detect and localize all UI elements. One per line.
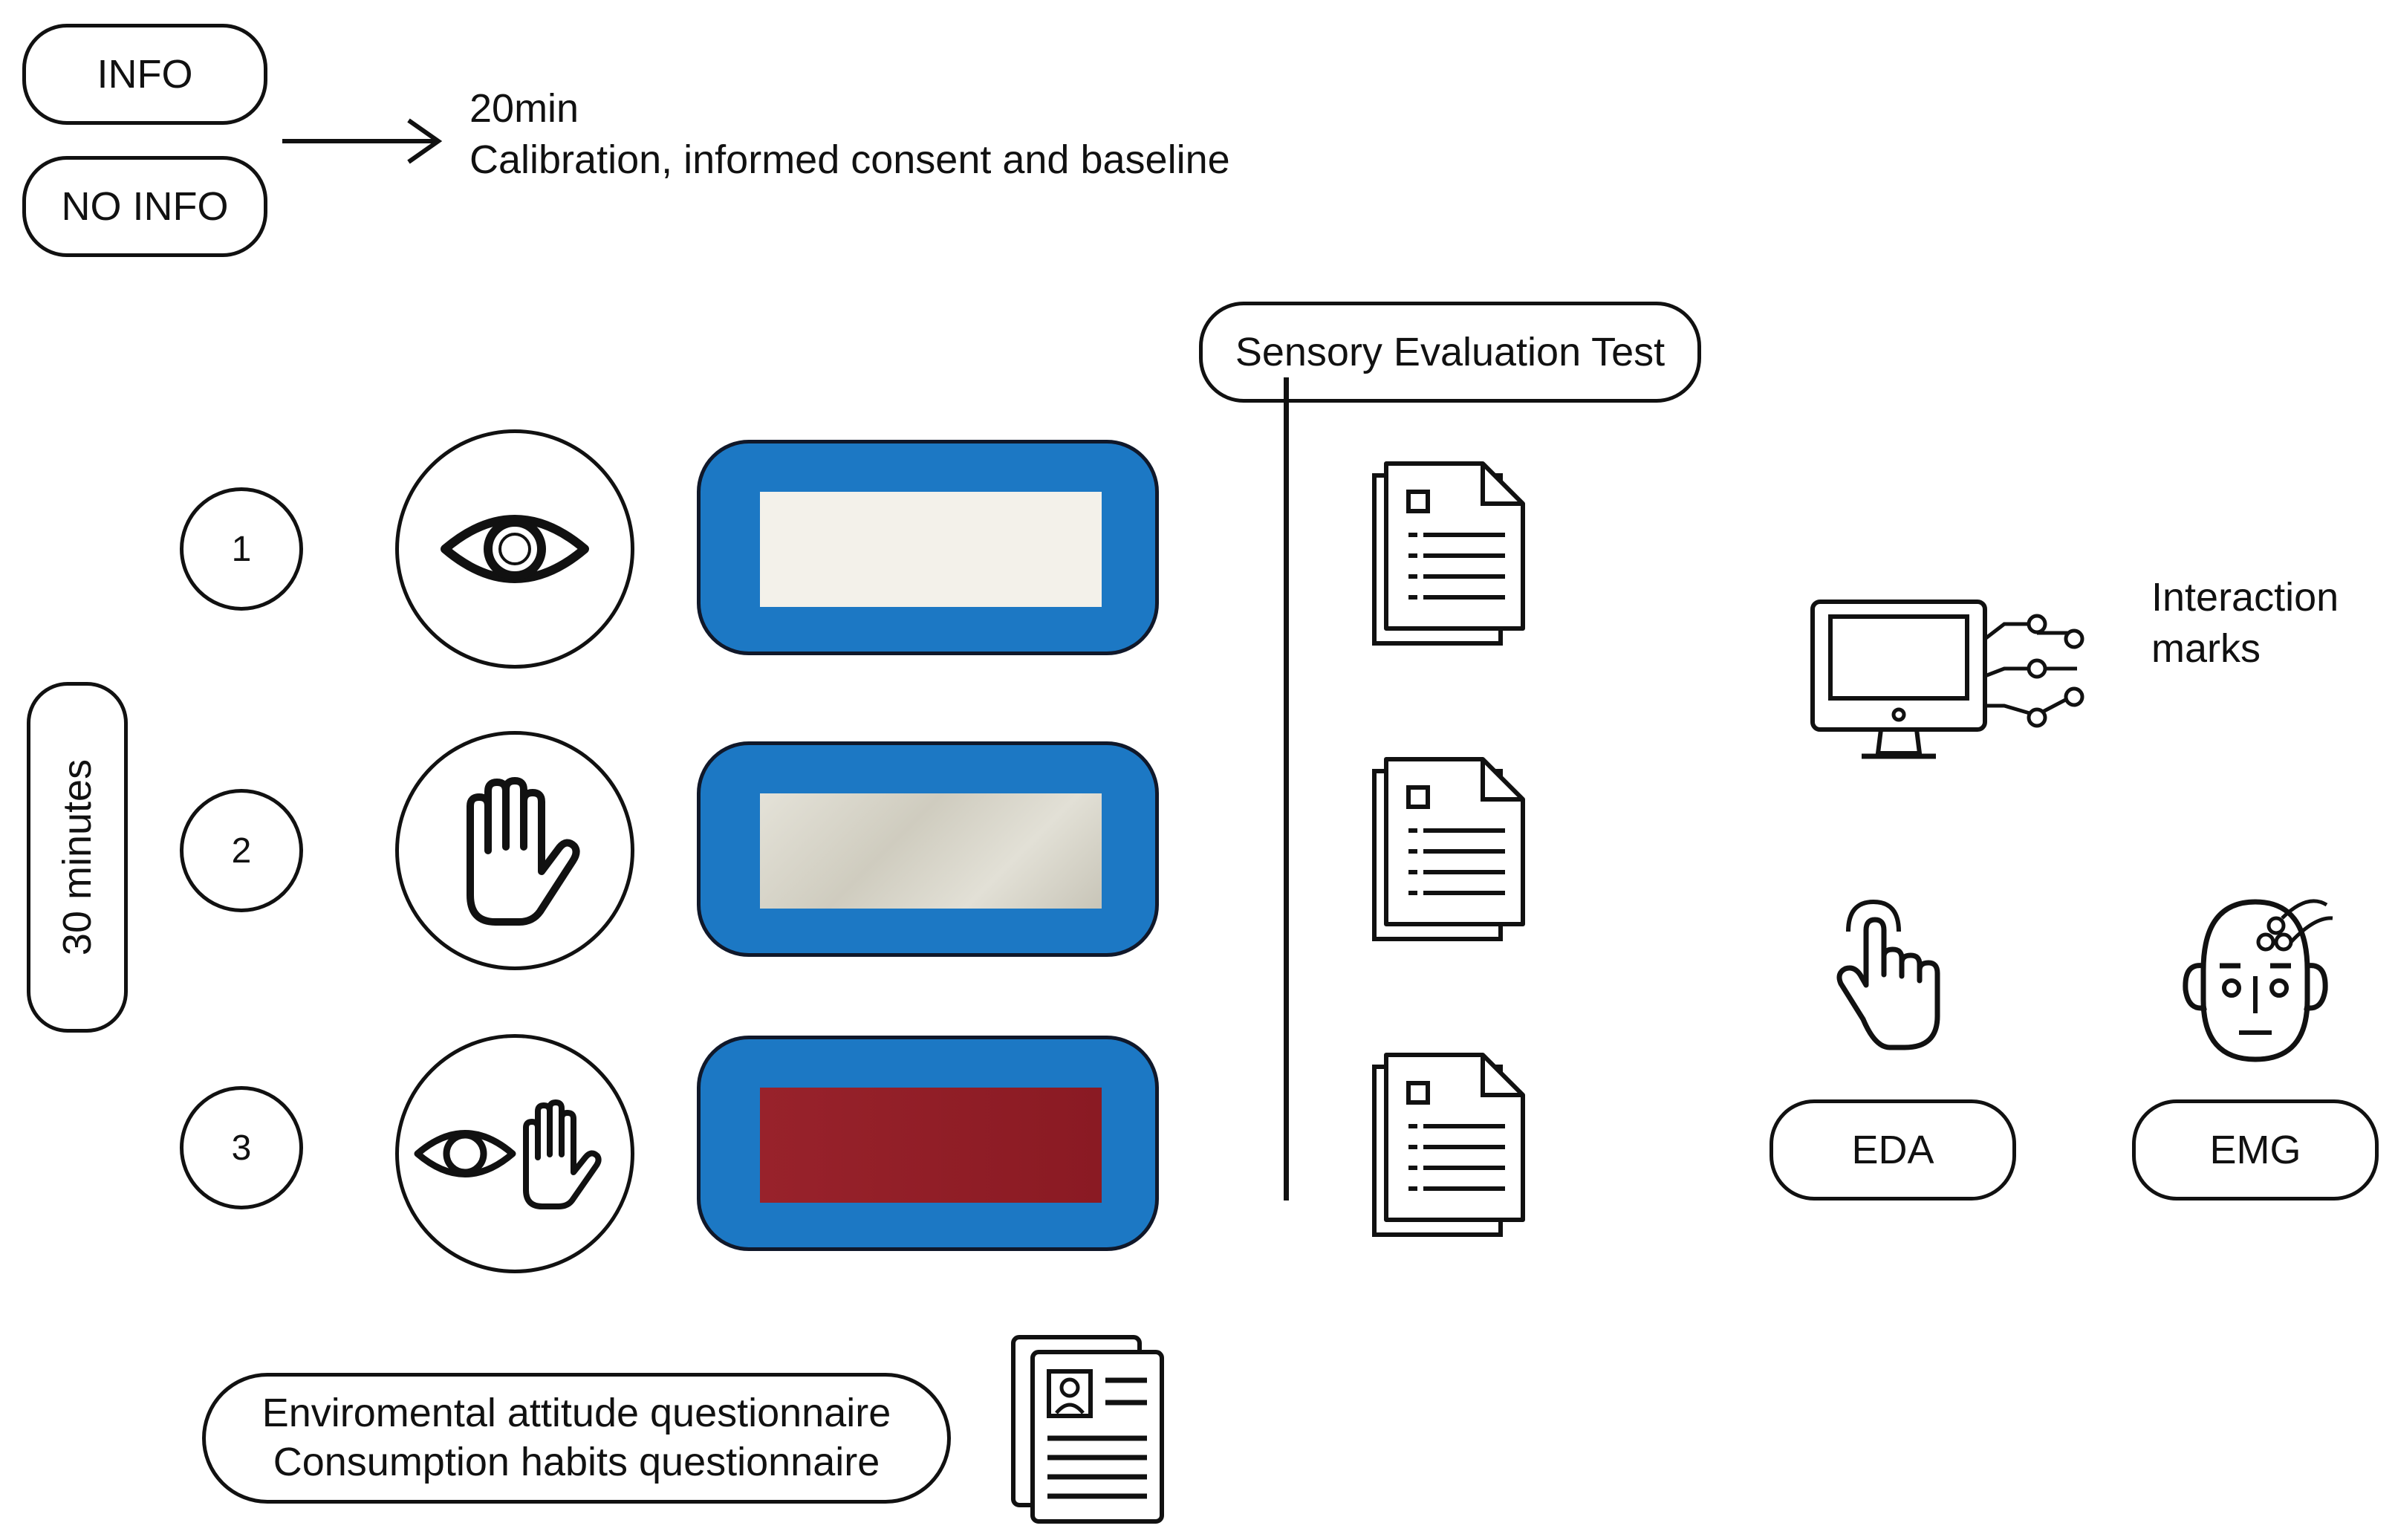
face-electrodes-icon [2183, 899, 2333, 1062]
sample-swatch [760, 492, 1102, 607]
eye-icon [441, 515, 589, 583]
eye-and-hand-icon [414, 1099, 602, 1209]
interaction-marks-text: Interaction marks [2151, 572, 2339, 675]
sensory-evaluation-pill: Sensory Evaluation Test [1199, 302, 1701, 403]
sample-frame [697, 1036, 1159, 1251]
modality-circle [395, 1034, 634, 1273]
document-icon [1372, 757, 1525, 941]
no-info-group-pill: NO INFO [22, 156, 267, 257]
questionnaire-environmental: Enviromental attitude questionnaire [261, 1391, 891, 1436]
arrow-right-icon [282, 118, 443, 164]
duration-pill: 30 minutes [27, 682, 128, 1033]
document-icon [1372, 461, 1525, 646]
info-group-label: INFO [97, 52, 193, 97]
calibration-description: Calibration, informed consent and baseli… [469, 137, 1230, 183]
sample-frame [697, 440, 1159, 655]
no-info-group-label: NO INFO [61, 184, 229, 229]
modality-circle [395, 429, 634, 669]
step-number: 3 [231, 1128, 252, 1168]
step-number: 2 [231, 831, 252, 871]
info-group-pill: INFO [22, 24, 267, 125]
hand-icon [467, 777, 580, 926]
emg-pill: EMG [2132, 1099, 2379, 1201]
interaction-line-1: Interaction [2151, 575, 2339, 620]
calibration-duration: 20min [469, 86, 579, 131]
step-number: 1 [231, 529, 252, 569]
sample-swatch [760, 793, 1102, 909]
timeline-line [1284, 377, 1289, 1201]
computer-network-icon [1810, 600, 2084, 759]
questionnaire-consumption: Consumption habits questionnaire [273, 1440, 880, 1484]
interaction-line-2: marks [2151, 626, 2261, 672]
step-number-circle: 3 [180, 1086, 303, 1209]
sensory-evaluation-label: Sensory Evaluation Test [1235, 330, 1666, 374]
sample-frame [697, 741, 1159, 957]
sample-swatch [760, 1088, 1102, 1203]
step-number-circle: 2 [180, 789, 303, 912]
eda-pill: EDA [1770, 1099, 2016, 1201]
profile-document-icon [1011, 1335, 1164, 1524]
questionnaires-pill: Enviromental attitude questionnaire Cons… [202, 1373, 951, 1504]
calibration-text: 20min Calibration, informed consent and … [469, 83, 1230, 186]
emg-label: EMG [2209, 1128, 2301, 1172]
duration-label: 30 minutes [55, 758, 100, 956]
document-icon [1372, 1053, 1525, 1237]
step-number-circle: 1 [180, 487, 303, 611]
eda-label: EDA [1851, 1128, 1934, 1172]
touch-finger-icon [1836, 899, 1940, 1050]
modality-circle [395, 731, 634, 970]
